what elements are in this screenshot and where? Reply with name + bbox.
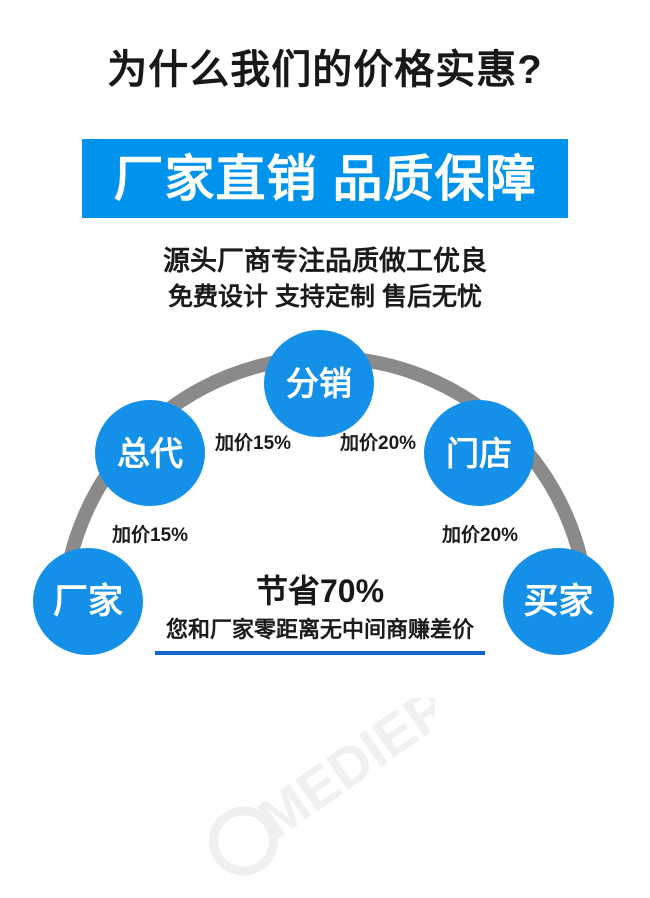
headline-banner-text: 厂家直销 品质保障 bbox=[113, 150, 537, 207]
edge-label-store-to-buyer: 加价20% bbox=[442, 525, 519, 546]
node-buyer-label: 买家 bbox=[523, 582, 594, 621]
node-factory[interactable]: 厂家 bbox=[33, 548, 143, 655]
edge-label-factory-to-agent: 加价15% bbox=[112, 525, 189, 546]
node-store-label: 门店 bbox=[446, 434, 512, 472]
watermark-text: MEDIER bbox=[247, 698, 435, 850]
supply-chain-diagram: MEDIER 厂家 总代 分销 门店 买家 加价15% 加价15% 加价20% … bbox=[0, 320, 650, 876]
savings-underline bbox=[155, 651, 485, 655]
savings-headline: 节省70% bbox=[255, 573, 385, 609]
page-title: 为什么我们的价格实惠? bbox=[107, 48, 543, 92]
node-buyer[interactable]: 买家 bbox=[503, 548, 614, 655]
node-store[interactable]: 门店 bbox=[424, 400, 534, 506]
subheading-line-1: 源头厂商专注品质做工优良 bbox=[163, 246, 487, 276]
node-factory-label: 厂家 bbox=[52, 582, 123, 621]
node-agent[interactable]: 总代 bbox=[95, 400, 205, 506]
node-distributor[interactable]: 分销 bbox=[264, 330, 374, 437]
promo-page: 为什么我们的价格实惠? 厂家直销 品质保障 源头厂商专注品质做工优良 免费设计 … bbox=[0, 48, 650, 876]
node-distributor-label: 分销 bbox=[286, 365, 352, 402]
subheading-line-2: 免费设计 支持定制 售后无忧 bbox=[168, 283, 482, 311]
node-agent-label: 总代 bbox=[117, 434, 183, 472]
headline-banner: 厂家直销 品质保障 bbox=[82, 139, 568, 218]
edge-label-agent-to-distributor: 加价15% bbox=[215, 433, 292, 454]
savings-subtext: 您和厂家零距离无中间商赚差价 bbox=[165, 617, 474, 642]
watermark-logo: MEDIER bbox=[209, 698, 435, 876]
edge-label-distributor-to-store: 加价20% bbox=[340, 433, 417, 454]
